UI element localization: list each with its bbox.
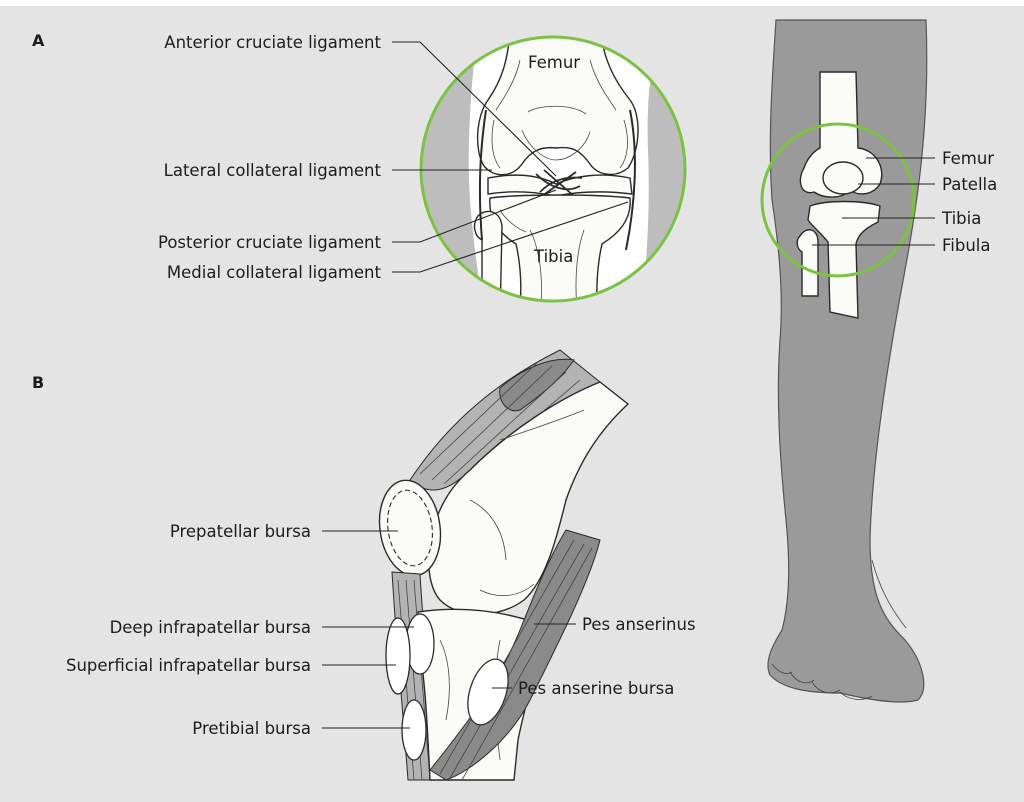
inset-label-femur: Femur: [528, 53, 580, 72]
knee-side-view: [374, 350, 628, 780]
superficial-infrapatellar-bursa: [386, 618, 410, 694]
inset-label-tibia: Tibia: [533, 247, 573, 266]
label-pes-anserinus: Pes anserinus: [582, 615, 696, 634]
label-pes-anserine-bursa: Pes anserine bursa: [518, 679, 674, 698]
leg-label-femur: Femur: [942, 149, 994, 168]
panel-b-tag: B: [32, 373, 44, 392]
label-medial-collateral: Medial collateral ligament: [167, 263, 382, 282]
top-border: [0, 0, 1024, 6]
label-posterior-cruciate: Posterior cruciate ligament: [158, 233, 382, 252]
leg-patella: [823, 162, 863, 194]
pretibial-bursa: [402, 700, 426, 760]
inset-leg-shadow-right: [640, 20, 710, 320]
panel-a-tag: A: [32, 31, 45, 50]
label-anterior-cruciate: Anterior cruciate ligament: [164, 33, 381, 52]
label-prepatellar-bursa: Prepatellar bursa: [170, 522, 311, 541]
label-deep-infrapatellar-bursa: Deep infrapatellar bursa: [110, 618, 311, 637]
leg-label-patella: Patella: [942, 175, 997, 194]
label-pretibial-bursa: Pretibial bursa: [192, 719, 311, 738]
label-superficial-infrapatellar-bursa: Superficial infrapatellar bursa: [66, 656, 311, 675]
leg-label-tibia: Tibia: [941, 209, 981, 228]
leg-illustration: Femur Patella Tibia Fibula: [762, 20, 997, 702]
leg-label-fibula: Fibula: [942, 236, 991, 255]
label-lateral-collateral: Lateral collateral ligament: [164, 161, 382, 180]
